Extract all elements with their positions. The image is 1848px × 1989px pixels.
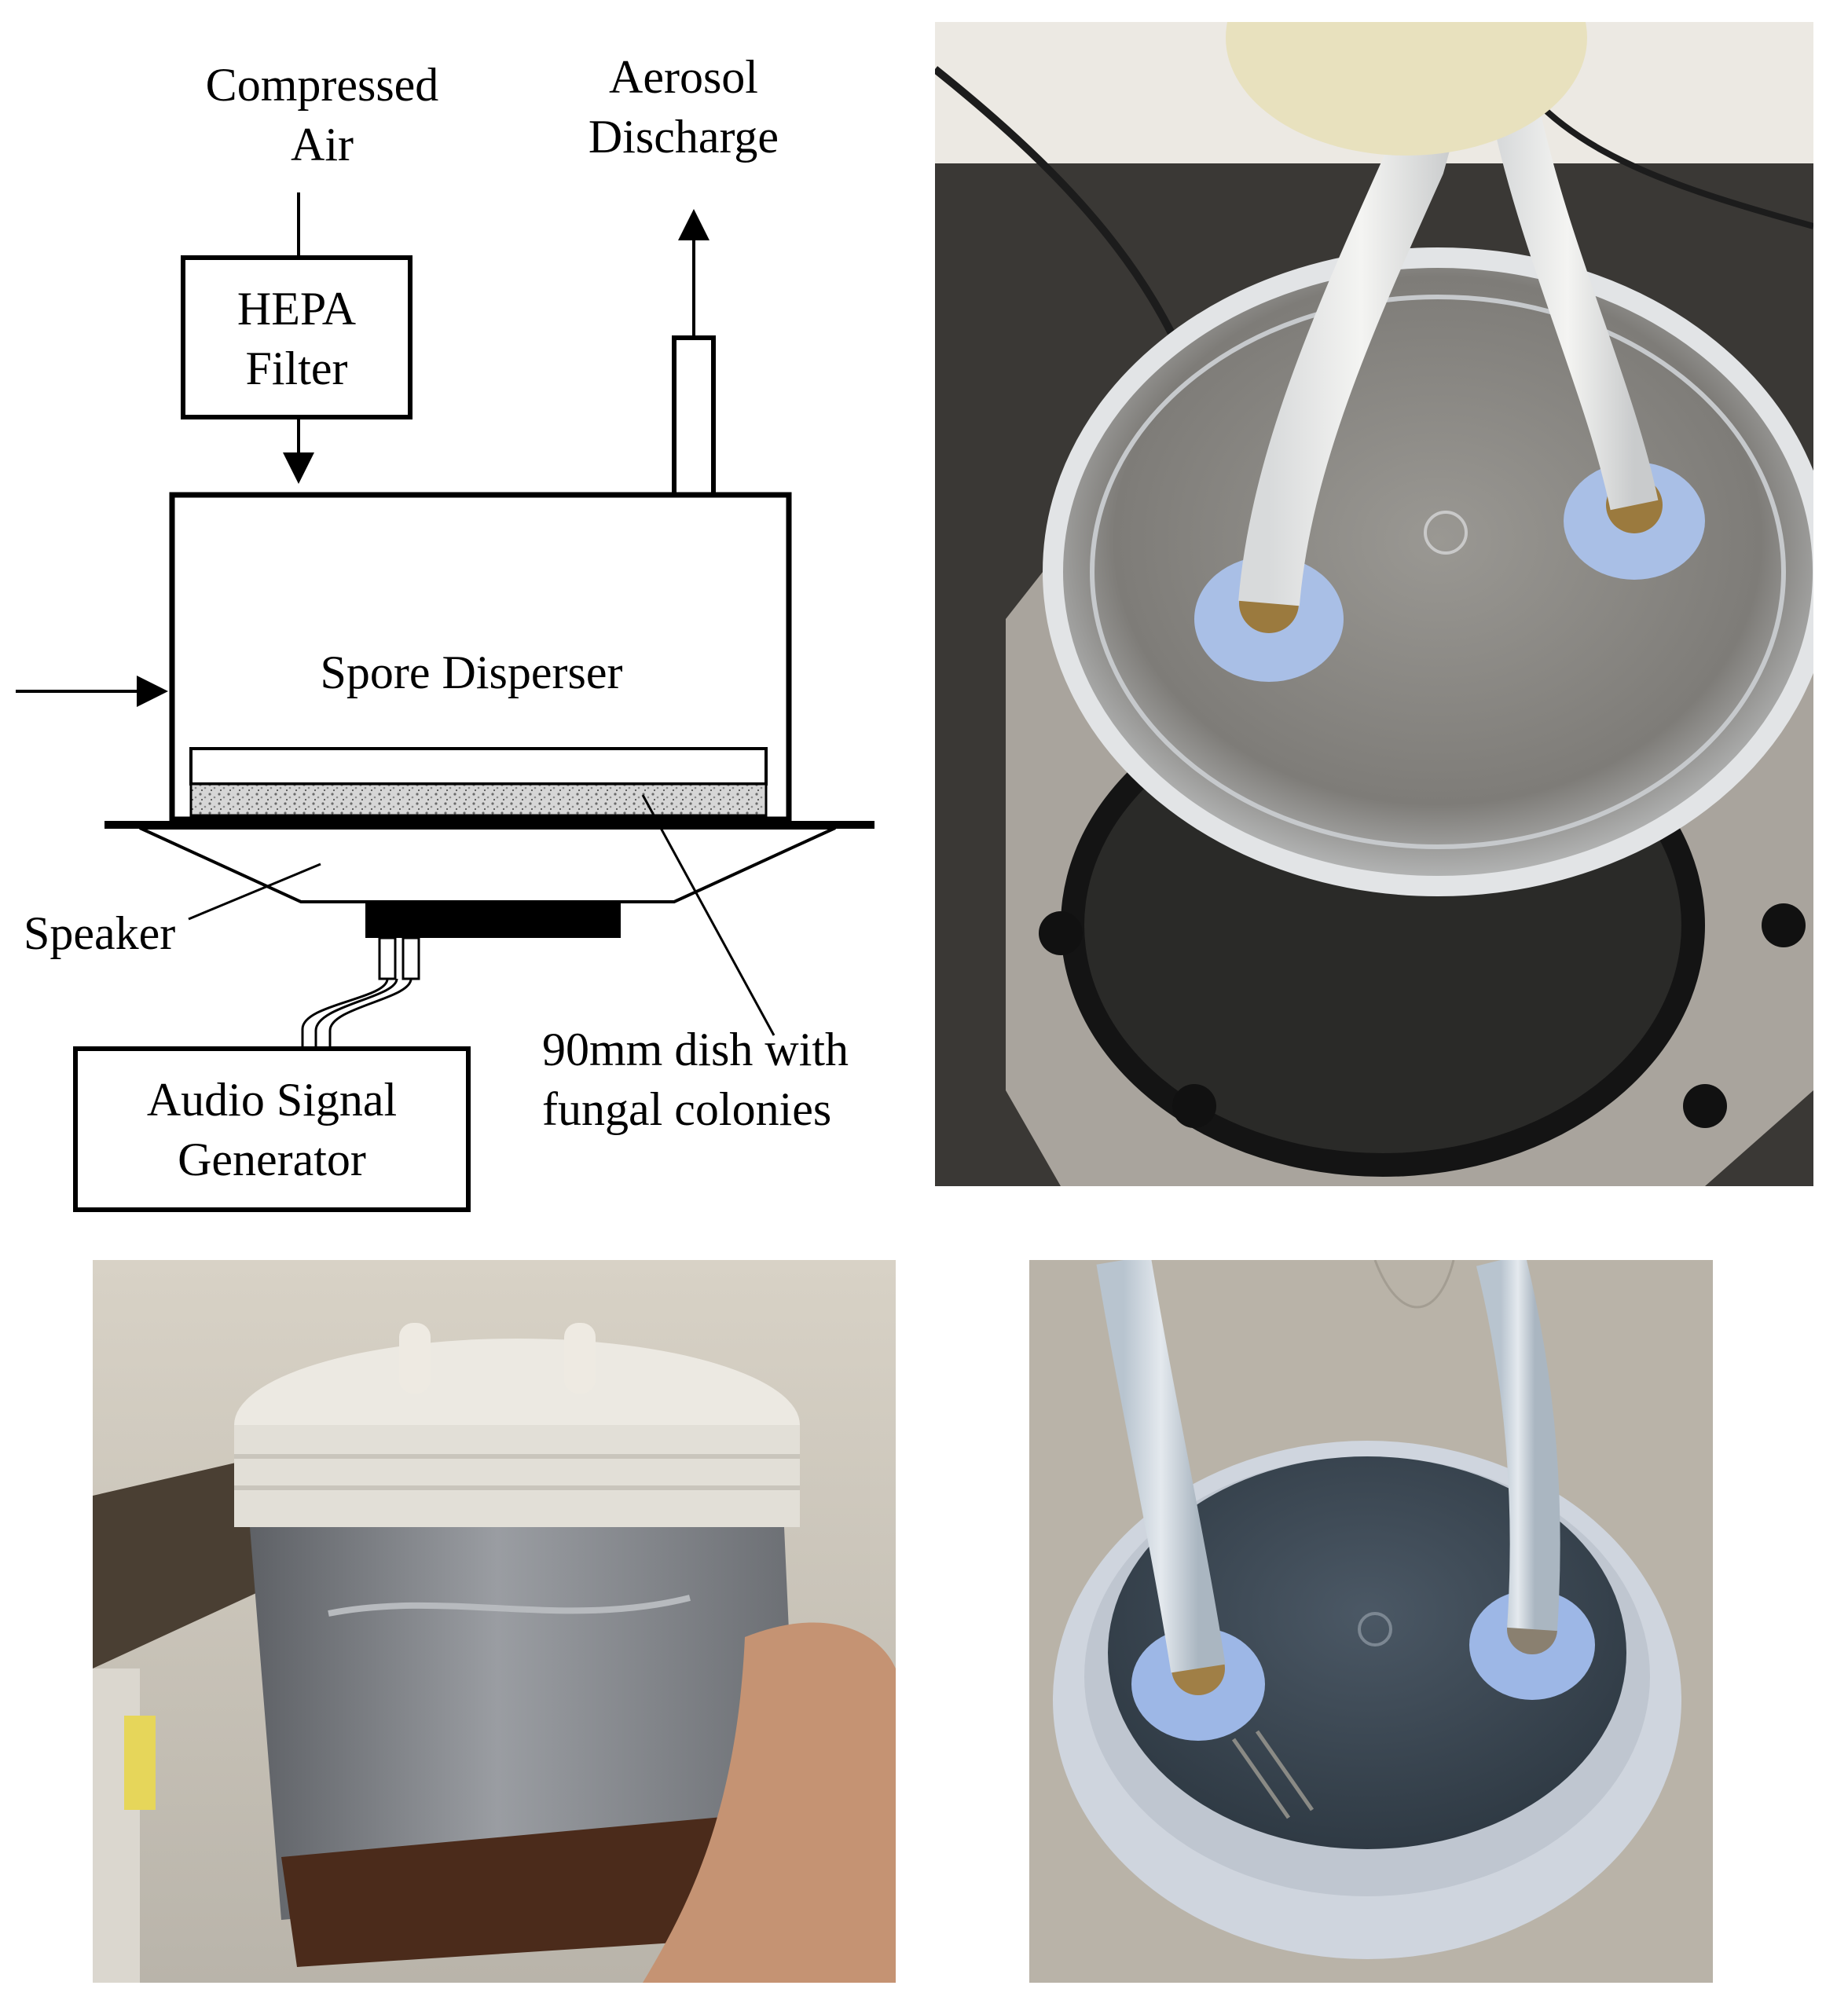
dark-lid (1108, 1456, 1626, 1849)
photo-icon (935, 22, 1813, 1186)
compressed-air-line1: Compressed (205, 59, 439, 111)
signal-wire-3 (314, 978, 398, 1049)
hand (643, 1622, 896, 1983)
hepa-filter-label: HEPA Filter (185, 279, 408, 398)
wire-terminal-2 (402, 936, 420, 980)
chamber-label: Spore Disperser (320, 647, 623, 698)
wire-terminal-1 (378, 936, 397, 980)
speaker-pointer (188, 863, 321, 921)
speaker-cone (139, 826, 836, 903)
hepa-line2: Filter (245, 342, 348, 394)
aerosol-discharge-label: Aerosol Discharge (550, 47, 817, 167)
fungal-dish-bottom (281, 1810, 800, 1967)
generator-line1: Audio Signal (146, 1074, 398, 1126)
schematic-diagram: Compressed Air Aerosol Discharge HEPA Fi… (0, 0, 935, 1225)
outlet-tube (1476, 1260, 1560, 1632)
photo-icon (1029, 1260, 1713, 1983)
photo-chamber-lid-tubes (1029, 1260, 1713, 1983)
schematic-drawing (16, 192, 874, 1212)
speaker-label: Speaker (24, 907, 176, 959)
audio-generator-box (73, 1046, 471, 1212)
chamber-lid (1043, 247, 1813, 896)
speaker-magnet (365, 902, 621, 938)
dish-pointer (641, 794, 776, 1036)
compressed-air-label: Compressed Air (165, 55, 479, 174)
hepa-filter-box (181, 255, 412, 419)
aerosol-line2: Discharge (588, 111, 779, 163)
dish-line1: 90mm dish with (542, 1024, 849, 1075)
aerosol-line1: Aerosol (609, 51, 758, 103)
outlet-tube (1476, 22, 1659, 511)
dish-label: 90mm dish with fungal colonies (542, 1020, 927, 1139)
photo-chamber-side-in-hand (93, 1260, 896, 1983)
generator-line2: Generator (178, 1134, 366, 1185)
audio-generator-label: Audio Signal Generator (79, 1070, 465, 1189)
signal-wire-2 (328, 978, 412, 1049)
petri-dish-lid (189, 747, 768, 786)
taped-chamber-body (250, 1527, 800, 1920)
fungal-agar-layer (189, 782, 768, 817)
hepa-line1: HEPA (236, 283, 357, 335)
photo-icon (93, 1260, 896, 1983)
signal-wire-1 (301, 978, 389, 1049)
photo-speaker-chamber-top (935, 22, 1813, 1186)
compressed-air-line2: Air (291, 119, 354, 170)
discharge-tube (672, 335, 716, 497)
inlet-tube (1238, 22, 1483, 606)
dish-line2: fungal colonies (542, 1083, 832, 1135)
inlet-tube (1096, 1260, 1226, 1673)
